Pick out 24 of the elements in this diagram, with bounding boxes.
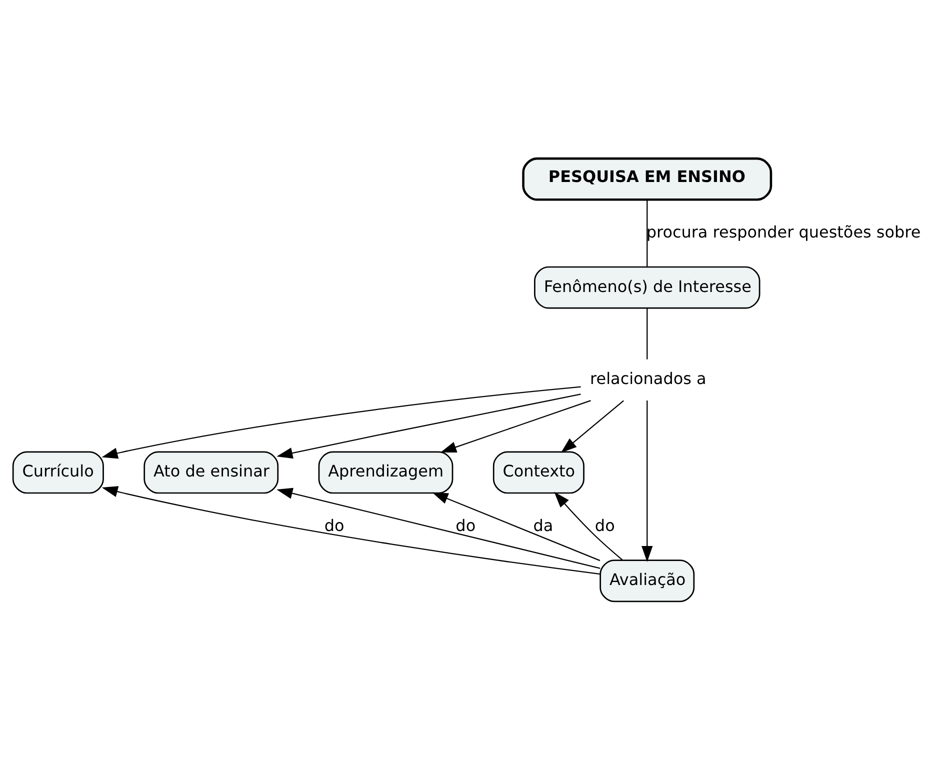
node-box: Avaliação: [600, 560, 695, 602]
edge-label: do: [324, 516, 344, 535]
connector: [646, 308, 648, 360]
arrow: [432, 492, 600, 562]
node-box: Aprendizagem: [318, 451, 454, 494]
node-box: Currículo: [12, 451, 104, 494]
node-box: Contexto: [492, 451, 584, 494]
node-text: relacionados a: [590, 369, 706, 388]
connector: [646, 200, 648, 267]
arrow: [560, 400, 624, 453]
arrow: [102, 386, 581, 459]
node-box: PESQUISA EM ENSINO: [522, 157, 772, 201]
arrow: [642, 400, 653, 562]
edge-label: do: [456, 516, 476, 535]
arrow: [554, 492, 623, 560]
edge-label: da: [533, 516, 554, 535]
arrow: [276, 394, 581, 459]
edge-label: procura responder questões sobre: [646, 222, 921, 242]
arrow: [102, 486, 600, 575]
node-box: Ato de ensinar: [144, 451, 279, 494]
arrow: [276, 488, 600, 569]
node-box: Fenômeno(s) de Interesse: [534, 266, 760, 309]
edge-label: do: [594, 516, 615, 535]
arrow: [440, 400, 591, 453]
